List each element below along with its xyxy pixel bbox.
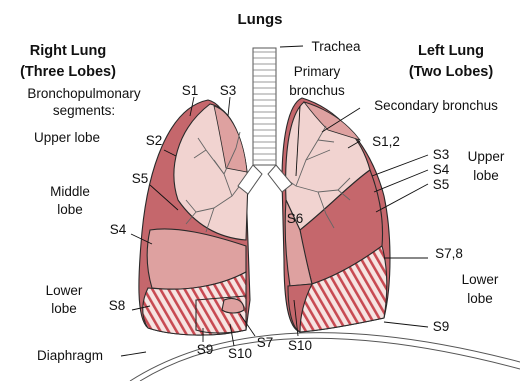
left-lower-lobe-label: Lower xyxy=(462,272,499,287)
right-lung-heading: Right Lung xyxy=(30,43,107,59)
left-lower-lobe-label-line2: lobe xyxy=(467,291,493,306)
primary-bronchus-label-line2: bronchus xyxy=(289,83,345,98)
right-segment-label-s10: S10 xyxy=(228,346,252,361)
left-segment-label-s7-8: S7,8 xyxy=(435,246,463,261)
segments-caption-line2: segments: xyxy=(53,103,115,118)
left-segment-label-s4: S4 xyxy=(433,162,450,177)
primary-bronchus-label: Primary xyxy=(294,64,341,79)
left-lung-heading: Left Lung xyxy=(418,43,484,59)
right-segment-label-s1: S1 xyxy=(182,83,199,98)
right-lower-lobe-label: Lower xyxy=(46,283,83,298)
right-segment-label-s9: S9 xyxy=(197,342,214,357)
right-segment-label-s8: S8 xyxy=(109,298,126,313)
segments-caption-line1: Bronchopulmonary xyxy=(27,86,141,101)
right-segment-label-s3: S3 xyxy=(220,83,237,98)
right-middle-lobe-label: Middle xyxy=(50,184,90,199)
left-segment-label-s6: S6 xyxy=(287,211,304,226)
right-upper-lobe-label: Upper lobe xyxy=(34,130,100,145)
right-segment-label-s7: S7 xyxy=(257,335,274,350)
right-segment-label-s4: S4 xyxy=(110,222,127,237)
trachea-label: Trachea xyxy=(311,39,361,54)
left-upper-lobe-label-line2: lobe xyxy=(473,168,499,183)
left-upper-lobe-label: Upper xyxy=(468,149,505,164)
diagram-title: Lungs xyxy=(238,11,283,28)
left-lung-subheading: (Two Lobes) xyxy=(409,64,493,80)
diaphragm-shape xyxy=(130,333,520,381)
left-segment-label-s3: S3 xyxy=(433,147,450,162)
right-lung-subheading: (Three Lobes) xyxy=(20,64,116,80)
left-segment-label-s9: S9 xyxy=(433,319,450,334)
right-segment-label-s2: S2 xyxy=(146,133,163,148)
diaphragm-label: Diaphragm xyxy=(37,348,103,363)
left-segment-label-s10: S10 xyxy=(288,338,312,353)
left-segment-label-s1-2: S1,2 xyxy=(372,134,400,149)
trachea-shape xyxy=(253,48,276,165)
left-segment-label-s5: S5 xyxy=(433,177,450,192)
right-middle-lobe-label-line2: lobe xyxy=(57,202,83,217)
right-segment-label-s5: S5 xyxy=(132,171,149,186)
secondary-bronchus-label: Secondary bronchus xyxy=(374,98,498,113)
right-lower-lobe-label-line2: lobe xyxy=(51,301,77,316)
